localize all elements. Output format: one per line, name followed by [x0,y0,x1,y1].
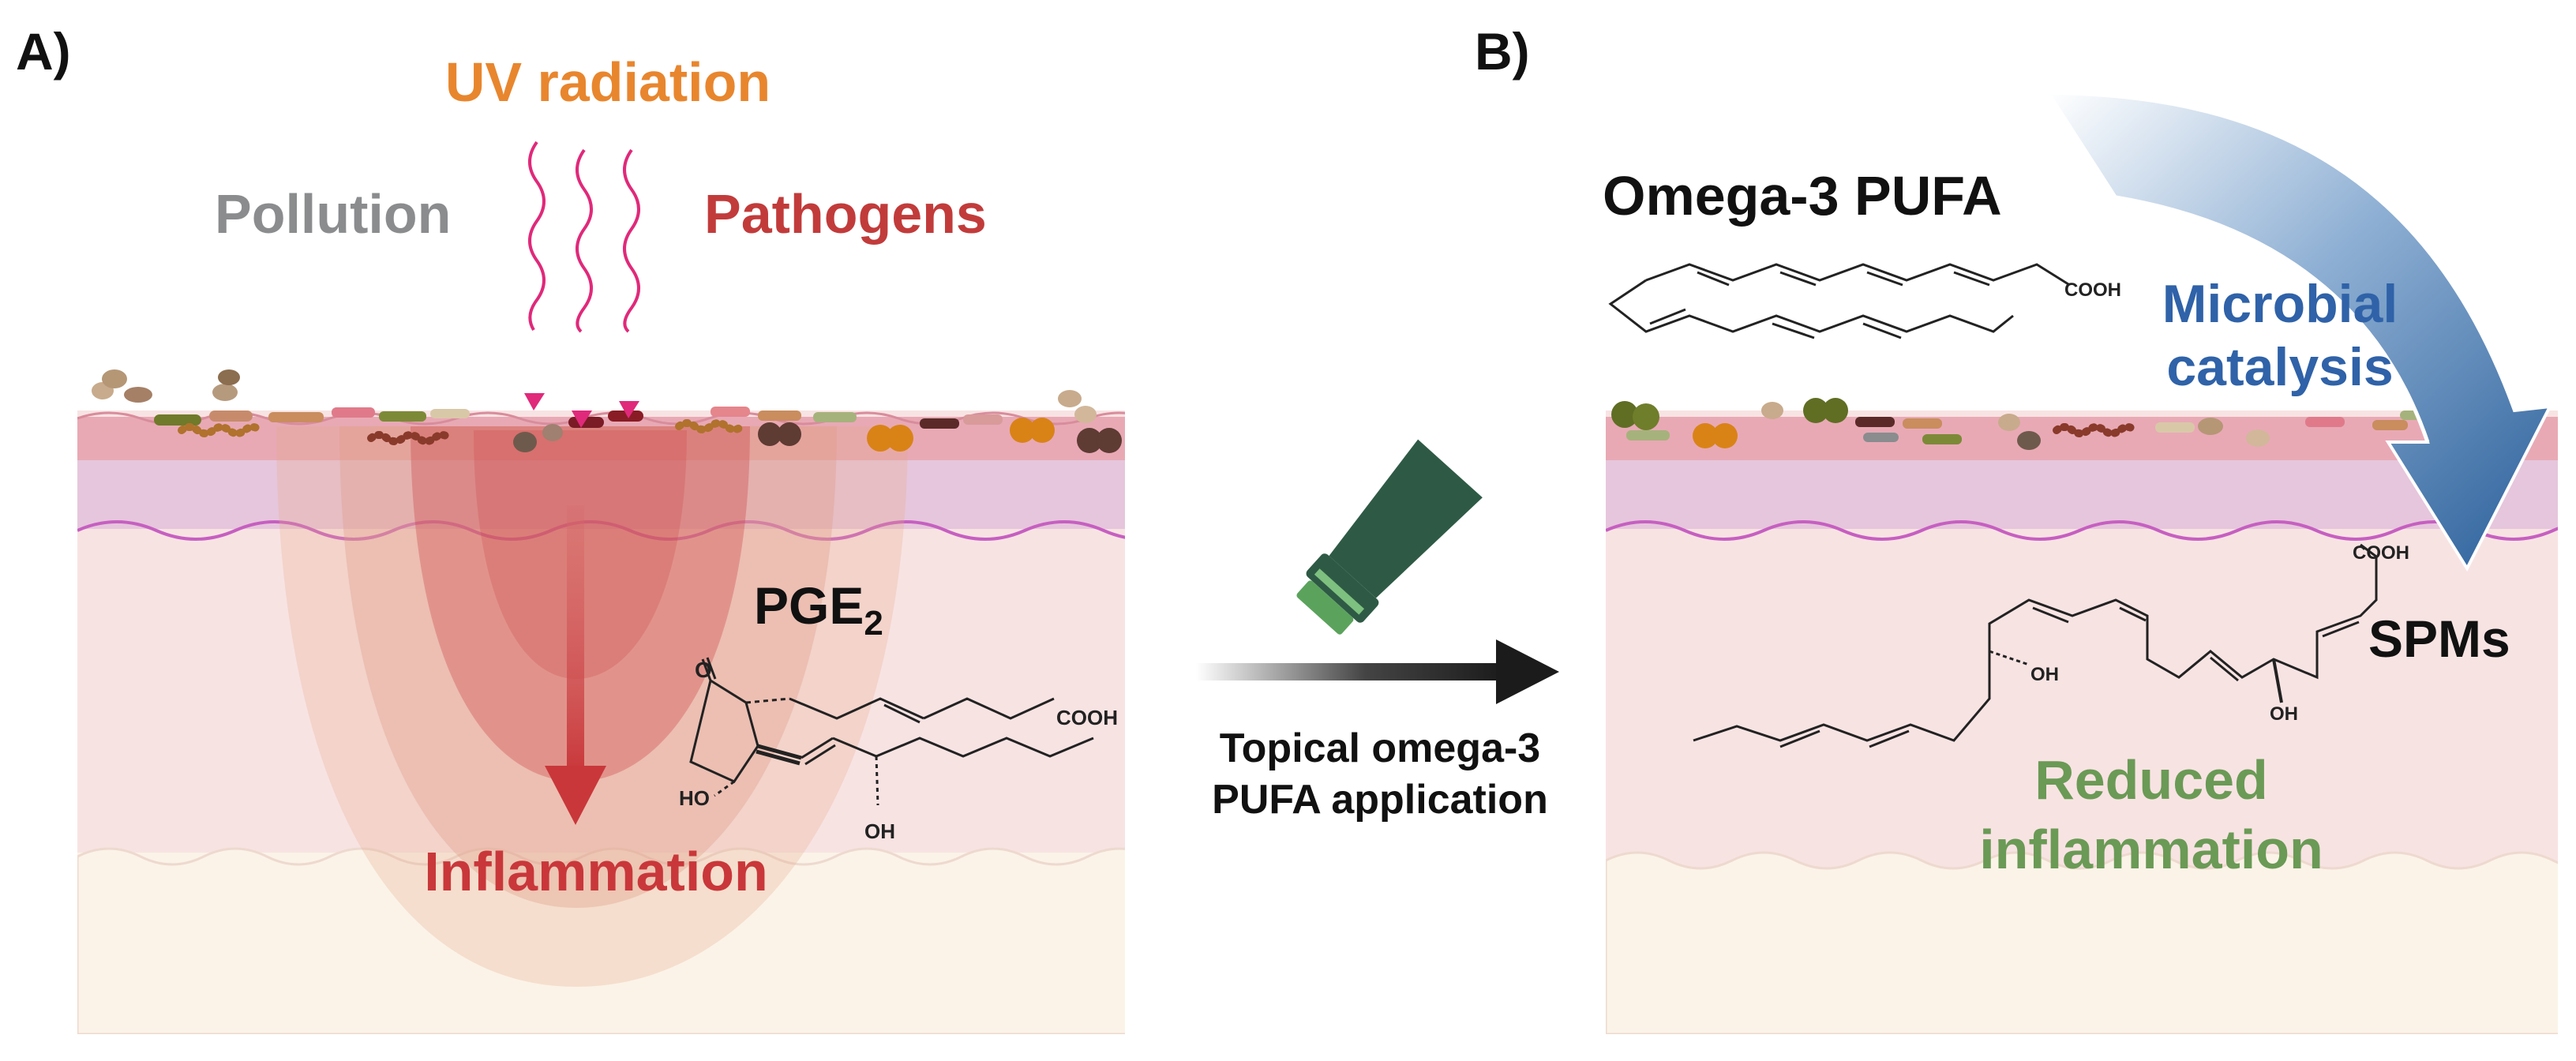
pge2-oh: OH [864,819,895,843]
pge2-ho: HO [679,786,710,810]
pollution-label: Pollution [215,183,451,245]
spm-oh-2: OH [2270,703,2298,725]
uv-ray-icon [524,141,640,428]
treatment-line1: Topical omega-3 [1220,725,1540,771]
spm-label: SPMs [2368,609,2510,668]
uv-radiation-label: UV radiation [445,51,771,113]
inflammation-label: Inflammation [424,841,768,902]
panel-b-label: B) [1475,22,1530,81]
curved-arrow-icon [2045,91,2553,572]
panel-a-label: A) [16,22,71,81]
omega3-label: Omega-3 PUFA [1603,165,2002,227]
panel-b: B) [1475,22,2558,1034]
pathogens-label: Pathogens [704,183,987,245]
treatment-line2: PUFA application [1212,777,1548,823]
pge2-structure [689,657,1094,806]
pge2-label: PGE2 [754,576,883,643]
pge2-cooh: COOH [1056,706,1118,729]
omega3-structure [1608,263,2069,339]
skin-cross-section-a [77,411,1125,1034]
spm-cooh: COOH [2353,542,2409,564]
panel-a: A) [16,22,1125,1034]
spm-oh-1: OH [2030,664,2059,685]
reduced-line2: inflammation [1979,819,2323,880]
inflammation-arrow [545,505,606,825]
skin-cross-section-b [1606,411,2558,1034]
microbial-line1: Microbial [2162,274,2398,334]
omega3-cooh: COOH [2064,279,2121,301]
reduced-line1: Reduced [2034,749,2268,811]
microbe-icon [92,369,1122,453]
tube-icon [1296,439,1483,635]
spm-structure [1693,543,2378,748]
treatment-transition: Topical omega-3 PUFA application [1196,439,1559,823]
pge2-ketone-o: O [695,658,712,682]
main-arrow [1196,639,1559,704]
microbial-line2: catalysis [2166,337,2393,397]
